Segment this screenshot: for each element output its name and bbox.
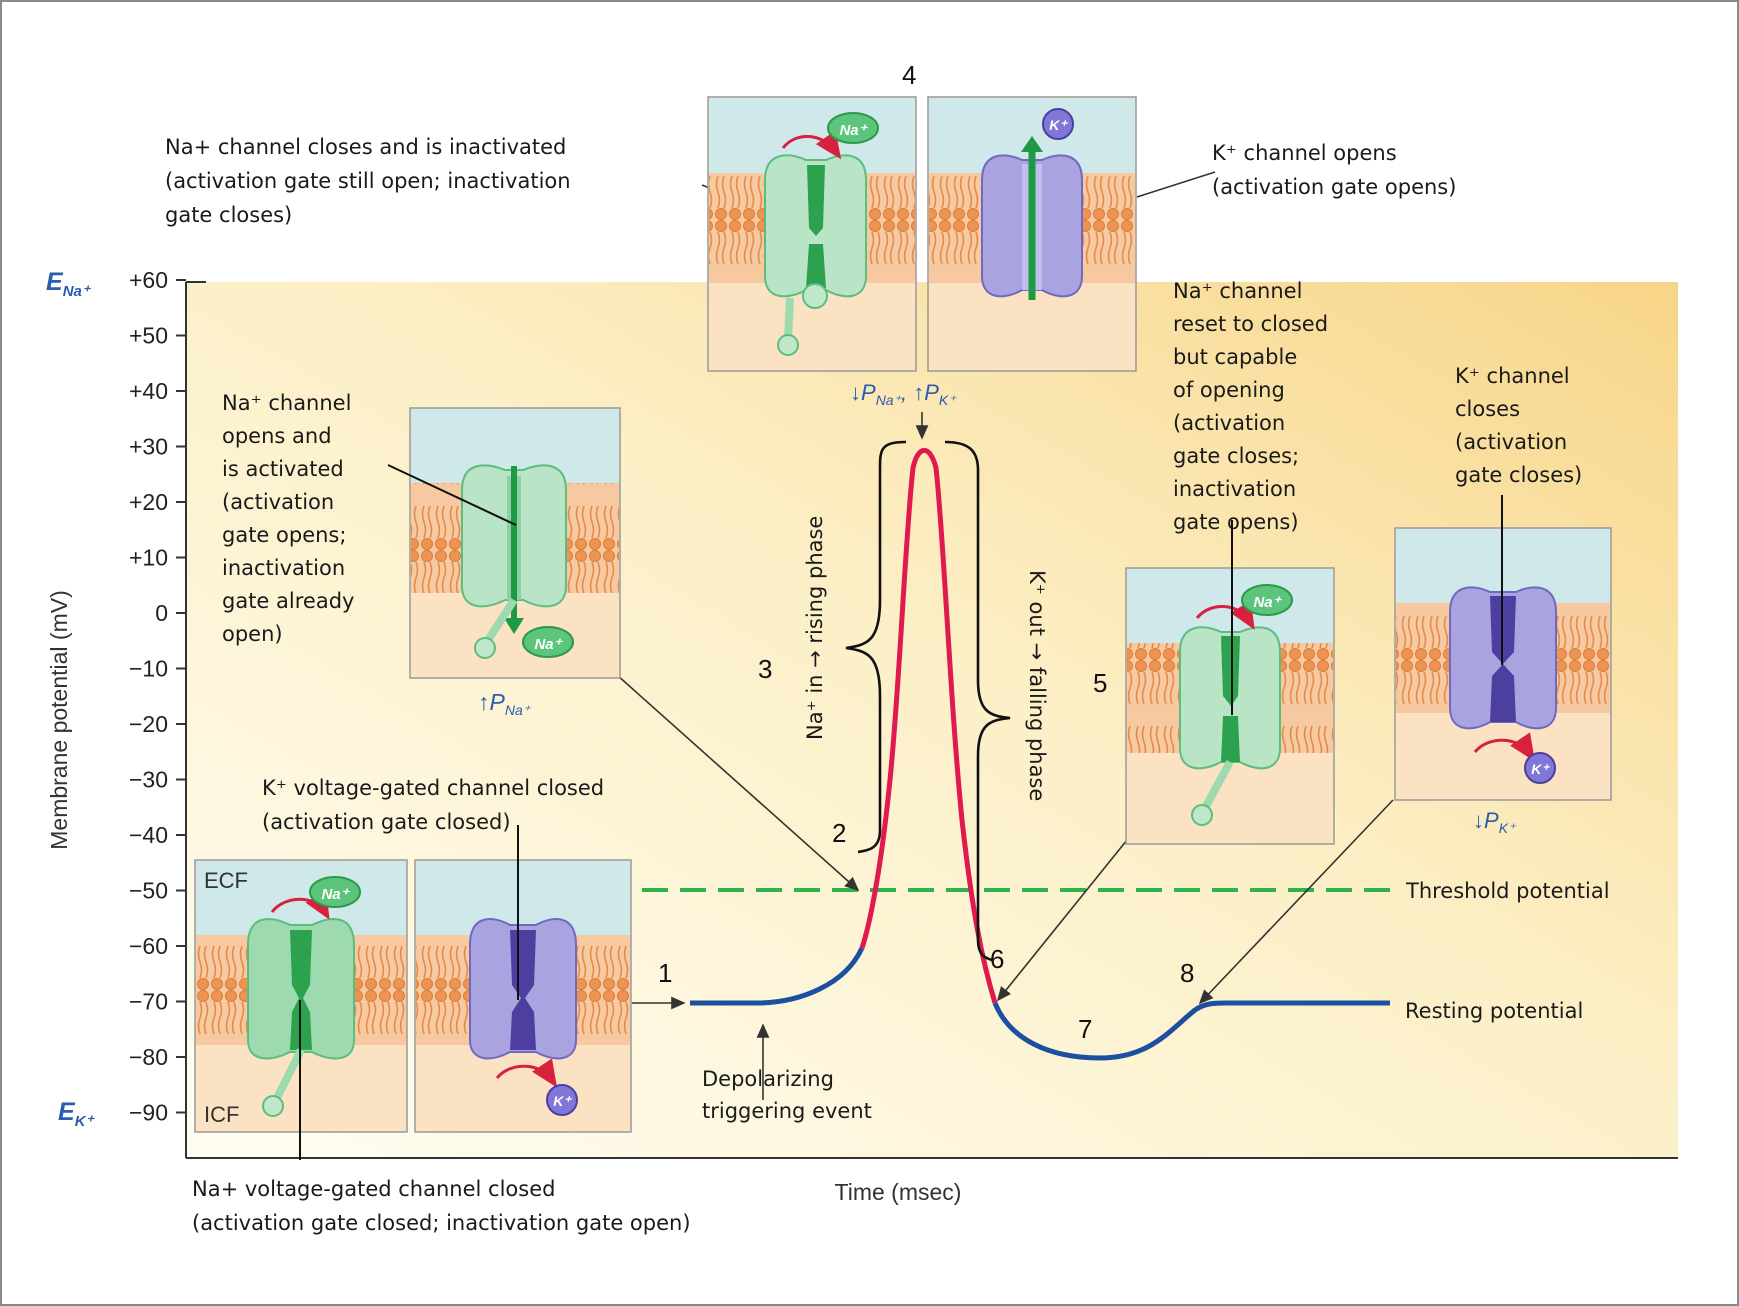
- step-7: 7: [1078, 1014, 1092, 1044]
- step-6: 6: [990, 944, 1004, 974]
- trigger-label: Depolarizing triggering event: [702, 1067, 872, 1123]
- curve-resting-start: [690, 946, 865, 1006]
- step-5: 5: [1093, 668, 1107, 698]
- step-1: 1: [658, 958, 672, 988]
- rising-brace: [845, 440, 907, 854]
- y-tick-label: −90: [129, 1100, 168, 1126]
- curve-spike: [859, 447, 998, 1004]
- k-ion-label-b: K⁺: [553, 1093, 572, 1109]
- panel-na-reset: Na⁺: [1125, 567, 1335, 845]
- y-tick-label: −30: [129, 767, 168, 793]
- e-k-label: EK⁺: [58, 1098, 96, 1130]
- na-ion-label-a: Na⁺: [321, 886, 350, 903]
- panel-k-closed: K⁺: [414, 859, 632, 1133]
- resting-label: Resting potential: [1405, 999, 1583, 1023]
- falling-brace: [944, 440, 1011, 962]
- step-3: 3: [758, 654, 772, 684]
- k-ion-label-g: K⁺: [1531, 761, 1550, 777]
- y-tick-label: −80: [129, 1044, 168, 1070]
- panel-k-opens: K⁺: [927, 96, 1137, 372]
- y-tick-label: −70: [129, 989, 168, 1015]
- ecf-label: ECF: [204, 868, 248, 893]
- icf-label: ICF: [204, 1102, 239, 1127]
- annotation-k-closes: K⁺ channel closes (activation gate close…: [1455, 364, 1582, 487]
- y-tick-label: −20: [129, 711, 168, 737]
- annotation-k-opens: K⁺ channel opens (activation gate opens): [1212, 141, 1456, 199]
- y-tick-label: 0: [155, 600, 168, 626]
- annotation-na-reset: Na⁺ channel reset to closed but capable …: [1173, 279, 1335, 534]
- permeability-down-k: ↓PK⁺: [1473, 808, 1517, 836]
- annotation-na-closed: Na+ voltage-gated channel closed (activa…: [192, 1177, 691, 1235]
- y-tick-label: −50: [129, 878, 168, 904]
- step-2: 2: [832, 818, 846, 848]
- panel-na-inactivated: Na⁺: [707, 96, 917, 372]
- y-tick-label: +40: [129, 378, 168, 404]
- step-8: 8: [1180, 958, 1194, 988]
- step-4: 4: [902, 60, 916, 90]
- y-axis: [185, 281, 1678, 1159]
- y-tick-label: +30: [129, 434, 168, 460]
- panel-leader-lines: [299, 464, 1503, 1160]
- y-axis-label: Membrane potential (mV): [46, 590, 72, 850]
- y-tick-label: +50: [129, 323, 168, 349]
- e-na-label: ENa⁺: [46, 268, 92, 300]
- y-tick-group: +60 +50 +40 +30 +20 +10 0 −10 −20 −30 −40 −50 −60 −70…: [129, 267, 186, 1126]
- x-axis-label: Time (msec): [835, 1179, 962, 1205]
- na-ion-label-f: Na⁺: [1253, 594, 1282, 611]
- y-tick-label: −60: [129, 933, 168, 959]
- falling-phase-label: K⁺ out → falling phase: [1025, 570, 1049, 801]
- y-tick-label: +20: [129, 489, 168, 515]
- permeability-up-na: ↑PNa⁺: [478, 689, 532, 718]
- annotation-na-inactivated: Na+ channel closes and is inactivated (a…: [165, 135, 577, 227]
- k-ion-label-e: K⁺: [1049, 117, 1068, 133]
- y-tick-label: +60: [129, 267, 168, 293]
- threshold-label: Threshold potential: [1405, 879, 1610, 903]
- na-ion-label-d: Na⁺: [839, 122, 868, 139]
- y-tick-label: +10: [129, 545, 168, 571]
- rising-phase-label: Na⁺ in → rising phase: [803, 516, 827, 740]
- annotation-na-opens: Na⁺ channel opens and is activated (acti…: [222, 391, 361, 646]
- permeability-peak: ↓PNa⁺, ↑PK⁺: [850, 380, 957, 408]
- y-tick-label: −40: [129, 822, 168, 848]
- na-ion-label-c: Na⁺: [534, 636, 563, 653]
- y-tick-label: −10: [129, 656, 168, 682]
- panel-na-opens: Na⁺: [409, 407, 621, 679]
- annotation-k-closed: K⁺ voltage-gated channel closed (activat…: [262, 776, 611, 834]
